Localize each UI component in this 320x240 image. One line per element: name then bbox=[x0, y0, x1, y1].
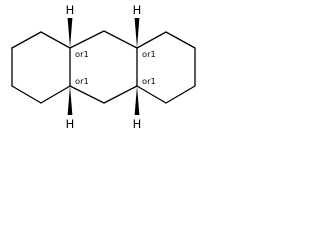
hydrogen-label-top-right: H bbox=[133, 3, 142, 17]
left-cyclohexane-ring bbox=[11, 31, 71, 104]
perhydroanthracene-structure: H H H H or1 or1 or1 or1 bbox=[11, 3, 196, 131]
right-cyclohexane-ring bbox=[136, 31, 196, 104]
wedge-bond-top-right bbox=[134, 18, 140, 48]
bond bbox=[40, 85, 71, 104]
stereo-wedges bbox=[67, 18, 140, 115]
bond bbox=[69, 30, 105, 49]
bond bbox=[40, 31, 71, 49]
wedge-bond-bottom-left bbox=[67, 86, 73, 115]
stereo-label-top-left: or1 bbox=[75, 49, 89, 59]
bond bbox=[11, 31, 42, 49]
stereo-descriptors: or1 or1 or1 or1 bbox=[75, 49, 156, 86]
wedge-bond-bottom-right bbox=[134, 86, 140, 115]
bond bbox=[11, 85, 42, 104]
stereo-label-top-right: or1 bbox=[142, 49, 156, 59]
bond bbox=[69, 85, 105, 104]
bond bbox=[103, 85, 138, 104]
stereo-label-bottom-right: or1 bbox=[142, 76, 156, 86]
bond bbox=[165, 31, 196, 49]
hydrogen-label-bottom-right: H bbox=[133, 117, 142, 131]
bond bbox=[103, 30, 138, 49]
bond bbox=[165, 85, 196, 104]
middle-cyclohexane-ring bbox=[69, 30, 138, 104]
stereo-label-bottom-left: or1 bbox=[75, 76, 89, 86]
bond bbox=[136, 31, 167, 49]
hydrogen-label-bottom-left: H bbox=[66, 117, 75, 131]
hydrogen-label-top-left: H bbox=[66, 3, 75, 17]
wedge-bond-top-left bbox=[67, 18, 73, 48]
hydrogen-labels: H H H H bbox=[66, 3, 142, 131]
bond bbox=[136, 85, 167, 104]
